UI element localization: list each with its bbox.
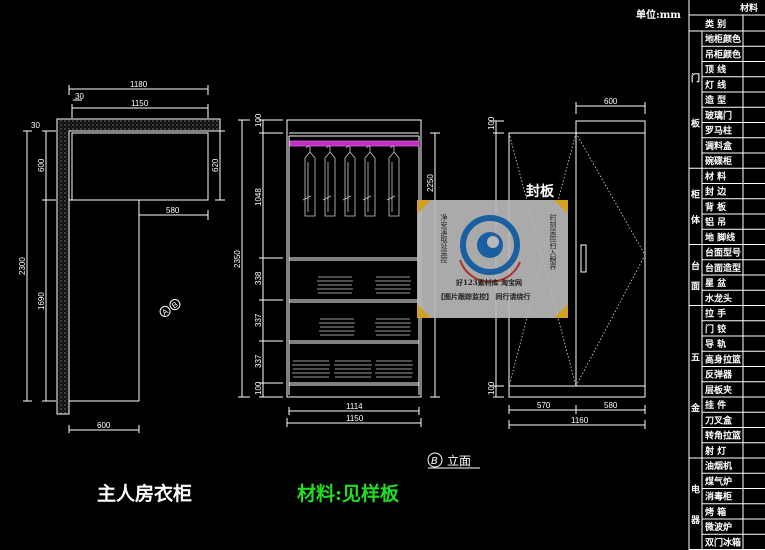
plan-view: 1180 30 1150 30 2300 600 1690 620 580 60… <box>18 80 225 433</box>
table-row-label: 调料盒 <box>705 140 733 152</box>
dim-600-bottom: 600 <box>97 421 111 430</box>
table-group-label: 器 <box>690 515 701 526</box>
table-row-label: 煤气炉 <box>705 475 732 487</box>
front-elevation: 100 1048 338 337 337 100 2350 2250 1114 … <box>233 113 440 427</box>
dim-30-left: 30 <box>31 121 40 130</box>
dim-side-bottom: 100 <box>487 381 496 395</box>
dim-side-600: 600 <box>604 97 618 106</box>
view-marker-icon: A B <box>159 299 181 317</box>
table-row-label: 台面型号 <box>705 247 741 259</box>
table-group-label: 台 <box>691 260 700 272</box>
dim-front-2250: 2250 <box>426 174 435 192</box>
dim-600: 600 <box>37 158 46 172</box>
table-row-label: 星 盆 <box>705 277 727 289</box>
material-note: 材料:见样板 <box>297 482 400 505</box>
table-row-label: 背 板 <box>705 201 727 213</box>
dim-30: 30 <box>75 92 84 101</box>
svg-text:B: B <box>431 456 438 467</box>
dim-front-1114: 1114 <box>346 402 363 411</box>
dim-front-shelf3: 337 <box>254 354 263 368</box>
table-row-label: 玻璃门 <box>705 109 732 121</box>
table-title: 材料 <box>739 2 758 14</box>
dim-front-1150: 1150 <box>346 414 364 423</box>
door-handle <box>580 244 587 273</box>
table-row-label: 拉 手 <box>705 308 726 320</box>
svg-text:立面: 立面 <box>447 453 471 468</box>
table-group-label: 五 <box>691 352 700 363</box>
dim-2300: 2300 <box>18 257 27 275</box>
table-row-label: 封 边 <box>705 186 727 198</box>
table-group-label: 电 <box>691 484 700 496</box>
table-row-label: 门 铰 <box>705 323 726 335</box>
table-group-label: 板 <box>691 118 701 130</box>
dim-side-1160: 1160 <box>571 416 589 425</box>
table-row-label: 烤 箱 <box>705 506 726 518</box>
table-group-label: 面 <box>691 281 700 292</box>
table-group-label: 金 <box>690 402 701 414</box>
table-row-label: 台面造型 <box>705 262 741 274</box>
watermark: 好123素材库 淘宝网 【图片跟踪监控】 同行请绕行 封板 <box>417 183 568 318</box>
dim-front-top: 100 <box>254 113 263 127</box>
watermark-line1: 好123素材库 淘宝网 <box>455 278 522 287</box>
view-label: B 立面 <box>427 452 480 469</box>
table-row-label: 导 轨 <box>705 338 726 350</box>
watermark-side-right: 时刻监控扫入眼界 <box>549 214 557 270</box>
table-row-label: 铝 吊 <box>705 216 726 228</box>
dim-1180: 1180 <box>130 80 148 89</box>
dim-side-580: 580 <box>604 401 618 410</box>
dim-620: 620 <box>211 158 220 172</box>
table-row-label: 层板夹 <box>705 384 732 396</box>
table-row-label: 微波炉 <box>704 521 732 533</box>
watermark-side-left: 净安溪取证监控 <box>440 214 448 263</box>
table-row-label: 油烟机 <box>705 460 732 472</box>
dim-580: 580 <box>166 206 180 215</box>
table-row-label: 吊柜颜色 <box>705 48 741 60</box>
table-group-label: 体 <box>691 214 701 226</box>
table-row-label: 刀叉盒 <box>705 414 733 426</box>
dim-front-hanging: 1048 <box>254 188 263 206</box>
table-row-label: 挂 件 <box>705 399 726 411</box>
table-row-label: 水龙头 <box>705 292 732 304</box>
table-row-label: 双门冰箱 <box>705 536 741 548</box>
hanging-rod <box>289 140 420 147</box>
table-row-label: 材 料 <box>704 170 726 182</box>
table-row-label: 地柜颜色 <box>705 33 741 45</box>
dim-front-shelf2: 337 <box>254 313 263 327</box>
table-row-label: 造 型 <box>705 94 726 106</box>
svg-text:B: B <box>170 300 180 310</box>
dim-side-570: 570 <box>537 401 551 410</box>
table-header: 类 别 <box>705 18 726 30</box>
dim-1150: 1150 <box>131 99 149 108</box>
dim-1690: 1690 <box>37 292 46 310</box>
table-row-label: 碗碟柜 <box>705 155 732 167</box>
table-group-label: 门 <box>691 72 700 84</box>
folded-clothes-icons <box>292 276 413 378</box>
table-row-label: 射 灯 <box>704 445 726 457</box>
drawing-title: 主人房衣柜 <box>97 482 192 505</box>
unit-label: 单位:mm <box>636 8 681 21</box>
table-row-label: 灯 线 <box>705 79 726 91</box>
table-row-label: 高身拉篮 <box>705 353 741 365</box>
dim-front-2350: 2350 <box>233 250 242 268</box>
watermark-line2: 【图片跟踪监控】 同行请绕行 <box>437 292 530 301</box>
dim-side-top: 100 <box>487 116 496 130</box>
clothes-icons <box>302 145 400 217</box>
dim-front-bottom: 100 <box>254 381 263 395</box>
table-row-label: 消毒柜 <box>705 491 732 503</box>
svg-text:A: A <box>160 306 170 317</box>
table-row-label: 转角拉篮 <box>705 430 741 442</box>
table-row-label: 顶 线 <box>705 64 726 76</box>
sealing-board-label: 封板 <box>526 183 555 200</box>
dim-front-shelf1: 338 <box>254 271 263 285</box>
table-row-label: 罗马柱 <box>705 125 732 137</box>
table-row-label: 地 脚线 <box>705 231 735 243</box>
table-row-label: 反弹器 <box>705 369 733 381</box>
table-group-label: 柜 <box>690 189 700 201</box>
